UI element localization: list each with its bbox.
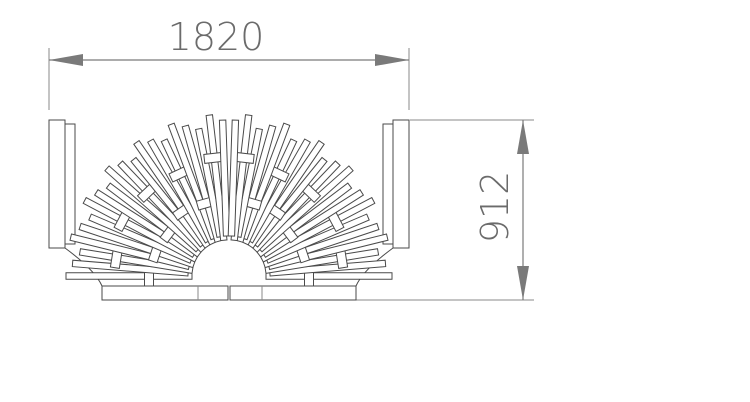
height-arrow-bottom: [517, 266, 529, 300]
height-dimension: 912: [356, 119, 534, 301]
left-slat-group: [65, 114, 231, 287]
left-slat-4: [69, 233, 191, 271]
left-slat-18: [195, 127, 224, 238]
right-end-post-inner: [382, 123, 394, 245]
left-slat-16: [167, 122, 218, 241]
base-rail-right: [229, 285, 357, 301]
left-slat-10: [104, 165, 202, 253]
height-arrow-top: [517, 120, 529, 154]
right-slat-9: [256, 182, 353, 258]
width-label: 1820: [168, 15, 265, 59]
right-inner-curve: [355, 247, 394, 287]
left-slat-12: [130, 156, 207, 248]
left-slat-1: [65, 272, 193, 280]
right-slat-20: [227, 119, 240, 237]
right-slat-17: [236, 124, 277, 243]
width-dimension: 1820: [48, 15, 410, 110]
width-arrow-left: [49, 54, 83, 66]
left-slat-9: [105, 182, 202, 258]
right-slat-5: [262, 222, 380, 269]
right-slat-1: [265, 272, 393, 280]
left-slat-13: [133, 139, 211, 249]
right-slat-group: [227, 114, 393, 287]
curved-bench: [48, 114, 410, 301]
left-slat-5: [78, 222, 196, 269]
base-rail-left: [101, 285, 229, 301]
left-end-post-outer: [48, 119, 66, 249]
left-slat-17: [181, 124, 222, 243]
left-slat-8: [93, 189, 197, 258]
left-end-post-inner: [64, 123, 76, 245]
width-arrow-right: [375, 54, 409, 66]
left-slat-20: [218, 119, 231, 237]
right-end-post-outer: [392, 119, 410, 249]
height-label: 912: [473, 171, 517, 244]
left-inner-curve: [64, 247, 103, 287]
right-slat-13: [247, 139, 325, 249]
